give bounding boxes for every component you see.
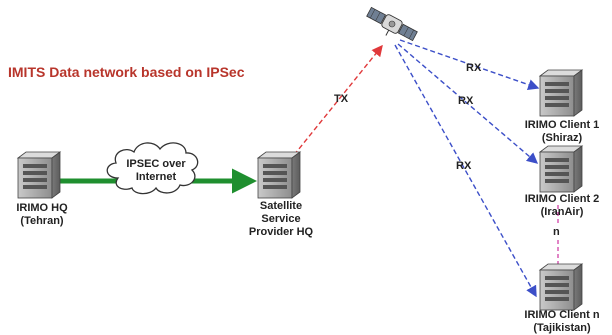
client2-label-line1: IRIMO Client 2 [524, 193, 600, 205]
client2-label-line2: (IranAir) [540, 206, 584, 218]
hq-label-line2: (Tehran) [20, 215, 64, 227]
hq-server-icon [16, 151, 62, 199]
clientn-server-icon [538, 263, 584, 311]
cloud-label-line1: IPSEC over [126, 158, 186, 170]
client1-label-line2: (Shiraz) [541, 132, 583, 144]
cloud-label-line2: Internet [135, 171, 177, 183]
satellite-icon [366, 6, 418, 42]
client1-label-line1: IRIMO Client 1 [524, 119, 600, 131]
provider-label-line3: Provider HQ [248, 226, 314, 238]
rx-link-client2 [397, 43, 539, 164]
provider-label-line1: Satellite [259, 200, 303, 212]
diagram-title: IMITS Data network based on IPSec [8, 64, 245, 80]
rx-label-3: RX [456, 160, 472, 172]
client2-server-icon [538, 145, 584, 193]
tx-label: TX [334, 93, 349, 105]
rx-label-1: RX [466, 62, 482, 74]
provider-server-icon [256, 151, 302, 199]
tx-link [293, 44, 383, 156]
provider-label: Satellite Service Provider HQ [236, 200, 326, 239]
internet-cloud-icon [106, 142, 199, 195]
clientn-label-line1: IRIMO Client n [524, 309, 600, 321]
hq-label: IRIMO HQ (Tehran) [2, 202, 82, 228]
rx-link-client1 [399, 39, 540, 91]
client2-label: IRIMO Client 2 (IranAir) [514, 193, 610, 219]
n-label: n [552, 226, 561, 238]
clientn-label-line2: (Tajikistan) [533, 322, 591, 334]
client1-label: IRIMO Client 1 (Shiraz) [514, 119, 610, 145]
client1-server-icon [538, 69, 584, 117]
rx-label-2: RX [458, 95, 474, 107]
hq-label-line1: IRIMO HQ [16, 202, 68, 214]
provider-label-line2: Service [261, 213, 301, 225]
clientn-label: IRIMO Client n (Tajikistan) [514, 309, 610, 335]
cloud-label: IPSEC over Internet [120, 158, 192, 184]
